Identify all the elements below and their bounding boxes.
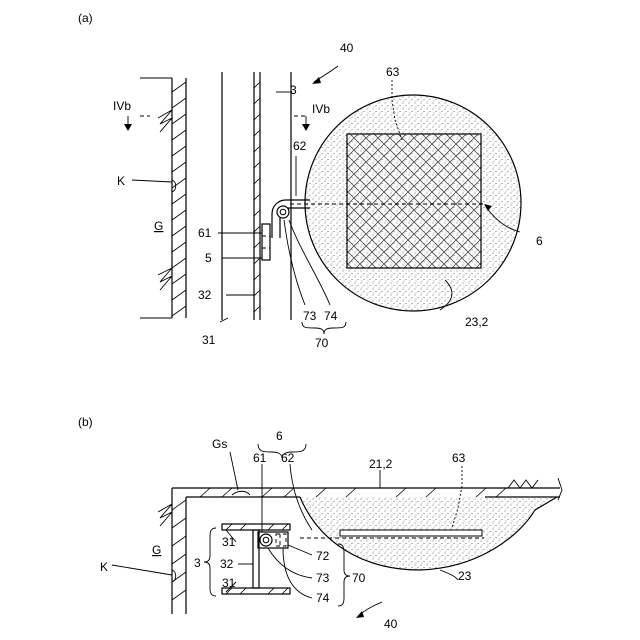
ref-74-b: 74 [316, 591, 330, 605]
ref-62-a: 62 [293, 139, 307, 153]
figure-b: (b) [78, 415, 562, 631]
panel-label-b: (b) [78, 415, 93, 429]
figure-a: (a) [78, 11, 543, 350]
reflector-63-b [340, 530, 482, 536]
ivb-left-label: IVb [113, 99, 131, 113]
ref-k-b: K [100, 560, 108, 574]
ref-73-b: 73 [316, 571, 330, 585]
ref-73-a: 73 [303, 309, 317, 323]
frame-3-a [222, 72, 291, 320]
ref-70-a: 70 [315, 336, 329, 350]
ivb-right-label: IVb [312, 102, 330, 116]
ref-32-b: 32 [220, 557, 234, 571]
ref-40-a: 40 [340, 41, 354, 55]
ground-slab-b [172, 478, 562, 500]
ref-31-a: 31 [202, 333, 216, 347]
hinge-icon-b [260, 534, 272, 546]
ref-74-a: 74 [324, 309, 338, 323]
ref-31-bottom-b: 31 [222, 576, 236, 590]
ref-3-b: 3 [194, 556, 201, 570]
bracket-61-a [262, 224, 270, 260]
panel-label-a: (a) [78, 11, 93, 25]
ref-g-b: G [152, 543, 161, 557]
ground-wall-b [158, 488, 186, 614]
basin-23-b [300, 497, 557, 570]
ref-5-a: 5 [205, 251, 212, 265]
section-marker-left: IVb [113, 99, 150, 131]
ref-6-a: 6 [536, 234, 543, 248]
ref-gs-b: Gs [212, 437, 227, 451]
section-marker-right: IVb [294, 102, 330, 131]
ref-g-a: G [154, 219, 163, 233]
mirror-6-a [290, 95, 521, 311]
clamp-b [258, 532, 288, 548]
ref-23-2-a: 23,2 [465, 315, 489, 329]
ref-72-b: 72 [316, 549, 330, 563]
hinge-icon [277, 206, 289, 218]
ref-70-b: 70 [352, 571, 366, 585]
ref-23-b: 23 [458, 569, 472, 583]
reflector-63 [347, 134, 481, 268]
ref-63-a: 63 [386, 65, 400, 79]
ref-61-a: 61 [198, 226, 212, 240]
ref-40-b: 40 [384, 617, 398, 631]
ref-3-a: 3 [290, 83, 297, 97]
ref-61-b: 61 [253, 451, 267, 465]
ref-31-top-b: 31 [222, 535, 236, 549]
ref-6-b: 6 [276, 429, 283, 443]
ref-62-b: 62 [281, 451, 295, 465]
ref-k-a: K [117, 174, 125, 188]
ground-wall-a [140, 78, 186, 318]
ref-21-2-b: 21,2 [369, 457, 393, 471]
ref-32-a: 32 [198, 288, 212, 302]
ref-63-b: 63 [452, 451, 466, 465]
